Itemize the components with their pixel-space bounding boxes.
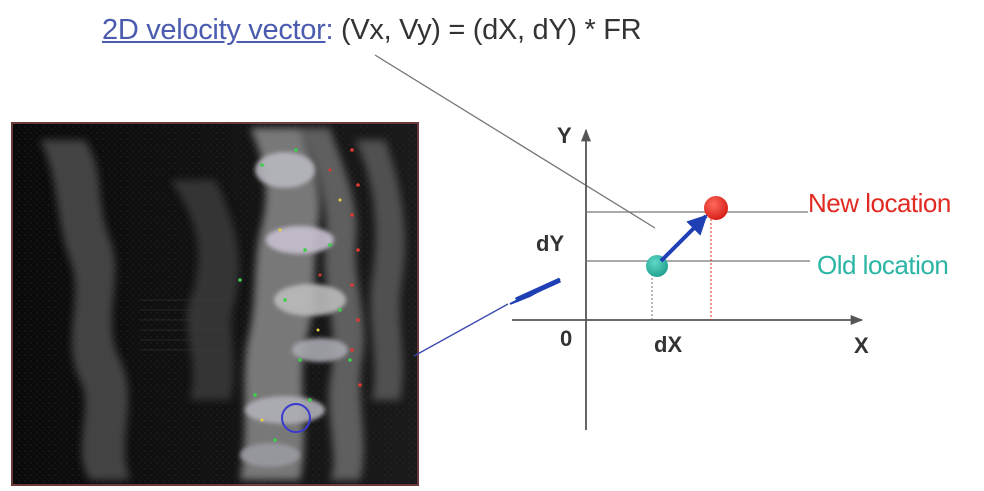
title-connector-line (374, 54, 656, 229)
velocity-vector-link[interactable]: 2D velocity vector (102, 14, 326, 46)
title: 2D velocity vector: (Vx, Vy) = (dX, dY) … (102, 14, 642, 47)
old-location-label: Old location (817, 250, 949, 280)
y-axis-label: Y (557, 123, 572, 148)
x-axis-label: X (854, 333, 869, 358)
origin-label: 0 (560, 326, 573, 351)
velocity-formula: (Vx, Vy) = (dX, dY) * FR (333, 14, 642, 46)
new-location-label: New location (808, 188, 951, 218)
dy-label: dY (536, 231, 565, 256)
image-connector-line (413, 303, 509, 357)
new-location-marker-icon (704, 196, 728, 220)
displacement-vector (659, 214, 708, 263)
dx-label: dX (654, 332, 683, 357)
title-colon: : (325, 14, 334, 46)
ultrasound-image (11, 122, 419, 486)
feature-circle-icon (281, 403, 311, 433)
velocity-arrow-shaft (514, 277, 562, 303)
